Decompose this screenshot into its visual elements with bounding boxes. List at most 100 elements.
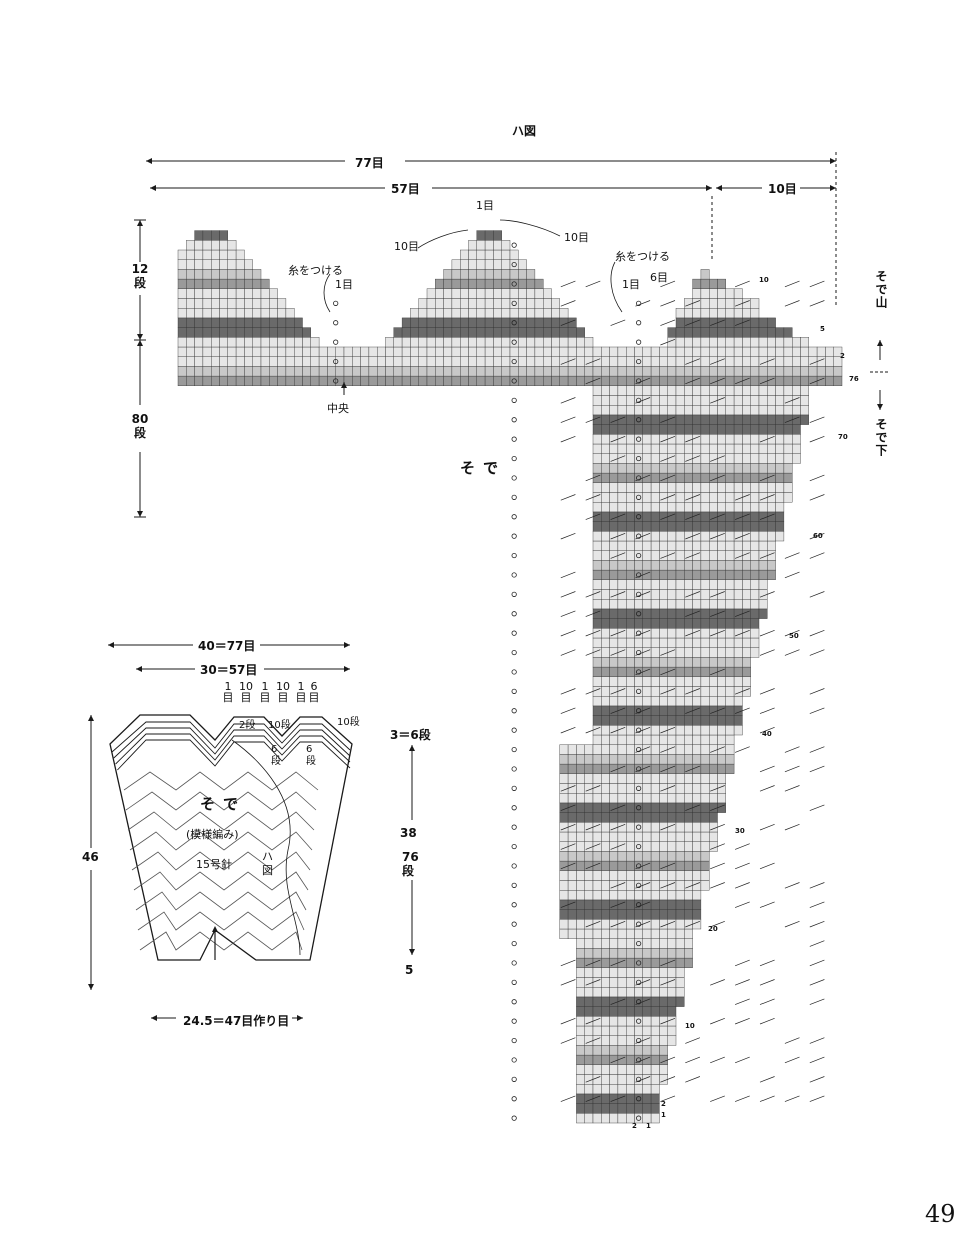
stitch-cell [419, 299, 427, 309]
stitch-mark [561, 960, 576, 966]
stitch-cell [618, 425, 626, 435]
stitch-cell [543, 289, 551, 299]
stitch-cell [701, 793, 709, 803]
stitch-mark [710, 863, 725, 869]
row-number: 30 [735, 827, 745, 835]
stitch-cell [792, 347, 800, 357]
stitch-cell [211, 260, 219, 270]
stitch-cell [734, 580, 742, 590]
stitch-mark [810, 281, 825, 287]
stitch-cell [593, 376, 601, 386]
stitch-cell [676, 745, 684, 755]
stitch-cell [651, 609, 659, 619]
stitch-cell [576, 861, 584, 871]
stitch-cell [709, 764, 717, 774]
stitch-cell [659, 687, 667, 697]
stitch-cell [626, 696, 634, 706]
stitch-cell [435, 376, 443, 386]
stitch-cell [701, 493, 709, 503]
stitch-cell [643, 531, 651, 541]
stitch-cell [792, 454, 800, 464]
stitch-cell [668, 958, 676, 968]
stitch-cell [610, 444, 618, 454]
stitch-cell [493, 328, 501, 338]
row-number: 2 [661, 1100, 666, 1108]
stitch-cell [435, 279, 443, 289]
center-label: 中央 [327, 400, 349, 416]
stitch-cell [527, 328, 535, 338]
stitch-cell [693, 725, 701, 735]
stitch-cell [452, 260, 460, 270]
stitch-cell [576, 1084, 584, 1094]
stitch-cell [610, 871, 618, 881]
stitch-cell [651, 939, 659, 949]
stitch-cell [809, 366, 817, 376]
stitch-cell [610, 1026, 618, 1036]
stitch-cell [402, 337, 410, 347]
stitch-cell [626, 793, 634, 803]
stitch-cell [394, 366, 402, 376]
stitch-cell [601, 774, 609, 784]
stitch-cell [718, 677, 726, 687]
stitch-cell [801, 366, 809, 376]
stitch-cell [261, 289, 269, 299]
stitch-cell [726, 366, 734, 376]
stitch-cell [701, 560, 709, 570]
stitch-cell [593, 900, 601, 910]
stitch-cell [734, 667, 742, 677]
stitch-cell [709, 716, 717, 726]
stitch-cell [643, 968, 651, 978]
arrow-head [88, 715, 94, 721]
stitch-mark [810, 592, 825, 598]
stitch-cell [568, 328, 576, 338]
stitch-cell [693, 483, 701, 493]
stitch-cell [643, 1036, 651, 1046]
stitch-cell [784, 376, 792, 386]
stitch-cell [684, 832, 692, 842]
stitch-cell [618, 929, 626, 939]
stitch-cell [178, 328, 186, 338]
stitch-cell [618, 463, 626, 473]
stitch-cell [751, 337, 759, 347]
stitch-cell [585, 1065, 593, 1075]
stitch-cell [742, 638, 750, 648]
stitch-cell [676, 948, 684, 958]
stitch-cell [659, 366, 667, 376]
schematic-top-stitch: 1目 [294, 681, 308, 703]
stitch-cell [568, 318, 576, 328]
stitch-cell [643, 1094, 651, 1104]
stitch-cell [718, 366, 726, 376]
stitch-cell [742, 599, 750, 609]
stitch-cell [610, 774, 618, 784]
stitch-cell [610, 1036, 618, 1046]
stitch-cell [618, 396, 626, 406]
stitch-cell [576, 357, 584, 367]
stitch-cell [236, 318, 244, 328]
stitch-cell [726, 696, 734, 706]
stitch-cell [253, 318, 261, 328]
stitch-cell [718, 396, 726, 406]
stitch-cell [585, 822, 593, 832]
stitch-cell [635, 706, 643, 716]
stitch-mark [810, 301, 825, 307]
stitch-cell [610, 735, 618, 745]
stitch-cell [684, 405, 692, 415]
stitch-cell [726, 415, 734, 425]
stitch-cell [709, 289, 717, 299]
stitch-cell [560, 929, 568, 939]
stitch-cell [726, 473, 734, 483]
stitch-cell [684, 308, 692, 318]
stitch-cell [693, 687, 701, 697]
stitch-cell [701, 347, 709, 357]
stitch-cell [568, 813, 576, 823]
stitch-cell [701, 570, 709, 580]
stitch-cell [643, 415, 651, 425]
stitch-cell [211, 366, 219, 376]
stitch-cell [659, 861, 667, 871]
stitch-cell [767, 396, 775, 406]
yarnover-stitch [512, 1097, 516, 1101]
stitch-cell [801, 376, 809, 386]
stitch-cell [610, 415, 618, 425]
stitch-cell [684, 900, 692, 910]
stitch-cell [767, 541, 775, 551]
